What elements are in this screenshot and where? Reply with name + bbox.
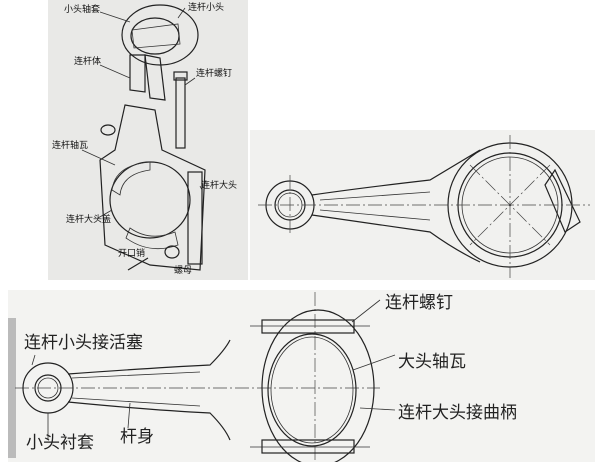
technical-drawing-panel xyxy=(250,130,595,280)
label-big-end: 连杆大头 xyxy=(201,179,237,191)
label-sketch-rod-bolt: 连杆螺钉 xyxy=(385,293,453,313)
hand-sketch-panel: 连杆小头接活塞 连杆螺钉 大头轴瓦 连杆大头接曲柄 小头衬套 杆身 xyxy=(8,290,595,462)
label-big-end-bearing: 大头轴瓦 xyxy=(398,352,466,372)
label-rod-body: 连杆体 xyxy=(74,55,101,67)
label-small-end-bushing-sketch: 小头衬套 xyxy=(26,433,94,453)
label-rod-shank: 杆身 xyxy=(120,427,154,447)
label-small-end-bushing: 小头轴套 xyxy=(64,3,100,15)
label-small-end: 连杆小头 xyxy=(188,1,224,13)
label-rod-bearing: 连杆轴瓦 xyxy=(52,139,88,151)
label-big-end-to-crank: 连杆大头接曲柄 xyxy=(398,403,517,423)
label-big-end-cap: 连杆大头盖 xyxy=(66,213,111,225)
label-nut: 螺母 xyxy=(174,265,192,276)
exploded-view-panel: 小头轴套 连杆小头 连杆体 连杆螺钉 连杆轴瓦 连杆大头 连杆大头盖 开口销 螺… xyxy=(48,0,248,280)
label-rod-bolt: 连杆螺钉 xyxy=(196,67,232,79)
label-cotter-pin: 开口销 xyxy=(118,247,145,259)
label-small-end-to-piston: 连杆小头接活塞 xyxy=(24,333,143,353)
